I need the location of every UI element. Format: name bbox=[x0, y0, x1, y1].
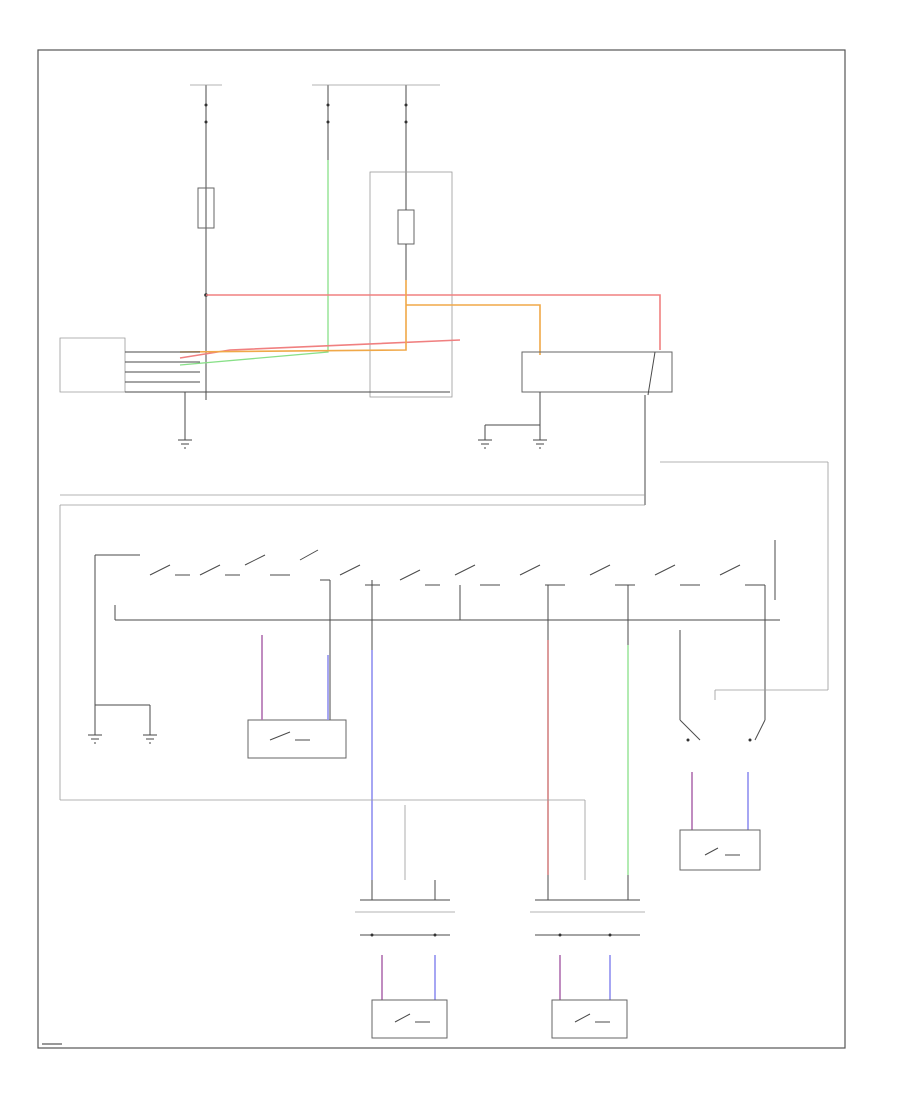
right-rear-door-block bbox=[679, 689, 828, 871]
front-door-blocks bbox=[355, 875, 645, 1039]
fuse-section bbox=[190, 84, 440, 140]
upper-wiring bbox=[59, 140, 829, 690]
switch-row bbox=[59, 494, 780, 880]
diagram-frame bbox=[37, 49, 846, 1049]
